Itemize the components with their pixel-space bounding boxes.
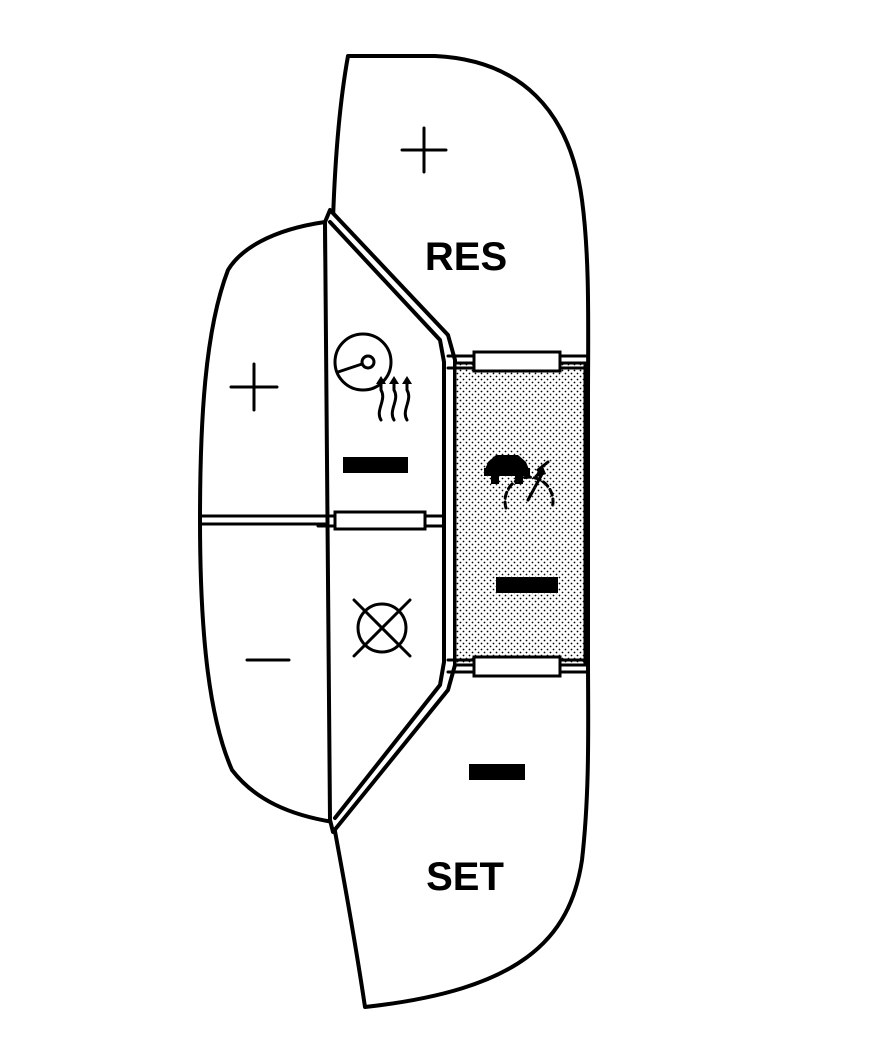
- minus-bar-icon: [343, 457, 408, 473]
- cancel-circle-x-icon: [352, 598, 412, 658]
- minus-bar-icon: [469, 764, 525, 780]
- minus-bar-icon: [496, 577, 558, 593]
- resume-plus-button[interactable]: RES: [400, 126, 507, 279]
- adaptive-cruise-gap-icon: [484, 455, 555, 510]
- left-rocker-switch[interactable]: [198, 220, 335, 824]
- cancel-button[interactable]: [352, 598, 412, 658]
- set-minus-button[interactable]: SET: [426, 764, 525, 899]
- set-label: SET: [426, 855, 504, 899]
- adaptive-cruise-button[interactable]: [446, 350, 590, 678]
- left-plus-button[interactable]: [229, 362, 279, 412]
- heated-steering-wheel-icon: [333, 332, 412, 422]
- heated-wheel-button[interactable]: [333, 332, 412, 473]
- plus-icon: [400, 126, 448, 174]
- plus-icon: [229, 362, 279, 412]
- resume-label: RES: [425, 235, 507, 279]
